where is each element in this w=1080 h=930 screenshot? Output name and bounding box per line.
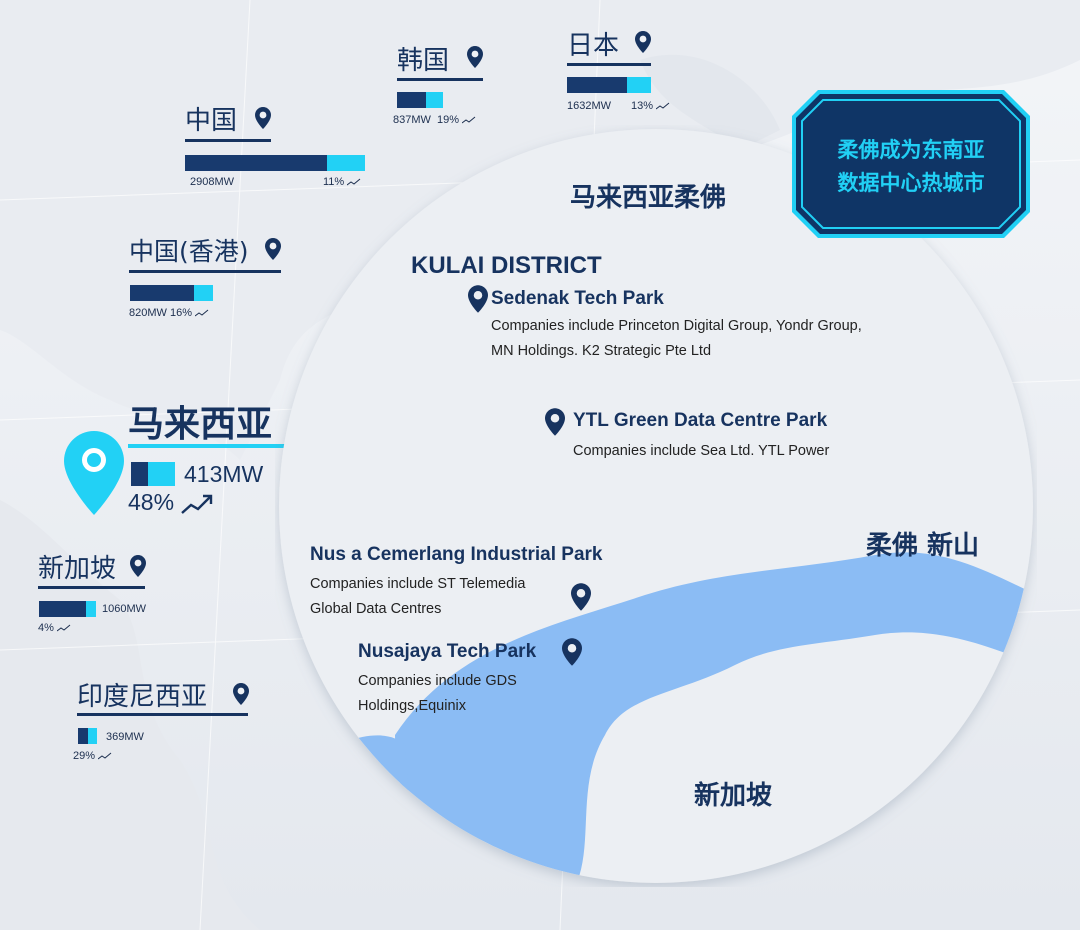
location-pin-icon — [571, 583, 591, 615]
park-name: Nusajaya Tech Park — [358, 641, 537, 662]
capacity-bar — [185, 155, 365, 171]
region-name: 日本 — [567, 31, 620, 61]
bar-dark — [130, 285, 194, 301]
capacity-bar — [567, 77, 651, 93]
underline — [128, 444, 290, 448]
johor-zoom-circle — [275, 125, 1037, 887]
capacity-bar — [130, 285, 213, 301]
park-name: YTL Green Data Centre Park — [573, 410, 828, 431]
location-pin-icon — [233, 683, 249, 705]
bar-dark — [39, 601, 87, 617]
capacity-bar — [39, 601, 96, 617]
underline — [567, 63, 651, 66]
trend-up-icon — [347, 178, 361, 186]
location-pin-icon — [130, 555, 146, 577]
bar-dark — [397, 92, 426, 108]
location-pin-icon — [265, 238, 281, 260]
octagon-frame — [792, 90, 1030, 238]
trend-up-icon — [195, 309, 209, 317]
headline-badge: 柔佛成为东南亚 数据中心热城市 — [790, 88, 1032, 240]
region-name: 印度尼西亚 — [77, 682, 208, 712]
growth-value: 11% — [323, 176, 361, 188]
growth-value: 48% — [128, 489, 214, 516]
region-name: 韩国 — [397, 46, 450, 76]
capacity-bar — [397, 92, 443, 108]
underline — [185, 139, 271, 142]
capacity-value: 369MW — [106, 731, 144, 743]
badge-line-1: 柔佛成为东南亚 — [837, 138, 985, 162]
bar-dark — [567, 77, 628, 93]
park-name: Sedenak Tech Park — [491, 288, 664, 309]
bar-light — [87, 728, 97, 744]
capacity-value: 1632MW — [567, 100, 612, 112]
location-pin-icon — [545, 408, 565, 440]
growth-value: 13% — [631, 100, 670, 112]
map-title: 马来西亚柔佛 — [570, 183, 727, 213]
capacity-value: 837MW 19% — [393, 114, 476, 126]
trend-up-icon — [56, 624, 71, 632]
park-description: Companies include Sea Ltd. YTL Power — [573, 443, 830, 459]
region-name: 中国 — [185, 106, 238, 136]
bar-light — [327, 155, 365, 171]
district-label: KULAI DISTRICT — [411, 252, 602, 279]
location-pin-icon — [255, 107, 271, 129]
badge-text: 柔佛成为东南亚 数据中心热城市 — [790, 134, 1032, 200]
bar-dark — [78, 728, 88, 744]
bar-light — [147, 462, 175, 486]
capacity-value: 2908MW — [190, 176, 235, 188]
johor-bahru-label: 柔佛 新山 — [866, 531, 980, 561]
johor-map — [279, 129, 1033, 883]
trend-up-icon — [181, 494, 213, 514]
badge-line-2: 数据中心热城市 — [837, 171, 985, 195]
underline — [38, 586, 145, 589]
underline — [397, 78, 483, 81]
bar-light — [627, 77, 651, 93]
capacity-bar — [131, 462, 175, 486]
location-pin-icon — [562, 638, 582, 670]
singapore-label: 新加坡 — [694, 781, 773, 811]
trend-up-icon — [98, 752, 112, 760]
bar-light — [193, 285, 213, 301]
bar-dark — [185, 155, 328, 171]
growth-value: 4% — [38, 622, 71, 634]
region-name: 新加坡 — [38, 554, 117, 584]
park-description: Companies include Princeton Digital Grou… — [491, 318, 862, 359]
region-name: 马来西亚 — [128, 404, 273, 445]
capacity-value: 820MW 16% — [129, 307, 209, 319]
trend-up-icon — [462, 116, 476, 124]
location-pin-icon — [468, 285, 488, 317]
location-pin-icon — [467, 46, 483, 68]
trend-up-icon — [656, 102, 670, 110]
bar-light — [86, 601, 96, 617]
bar-dark — [131, 462, 148, 486]
capacity-value: 413MW — [184, 461, 264, 487]
capacity-bar — [78, 728, 97, 744]
region-name: 中国(香港) — [129, 237, 249, 266]
bar-light — [425, 92, 443, 108]
underline — [77, 713, 248, 716]
location-pin-icon — [635, 31, 651, 53]
underline — [129, 270, 281, 273]
park-name: Nus a Cemerlang Industrial Park — [310, 544, 603, 565]
capacity-value: 1060MW — [102, 603, 147, 615]
growth-value: 29% — [73, 750, 112, 762]
location-pin-icon — [64, 431, 124, 515]
